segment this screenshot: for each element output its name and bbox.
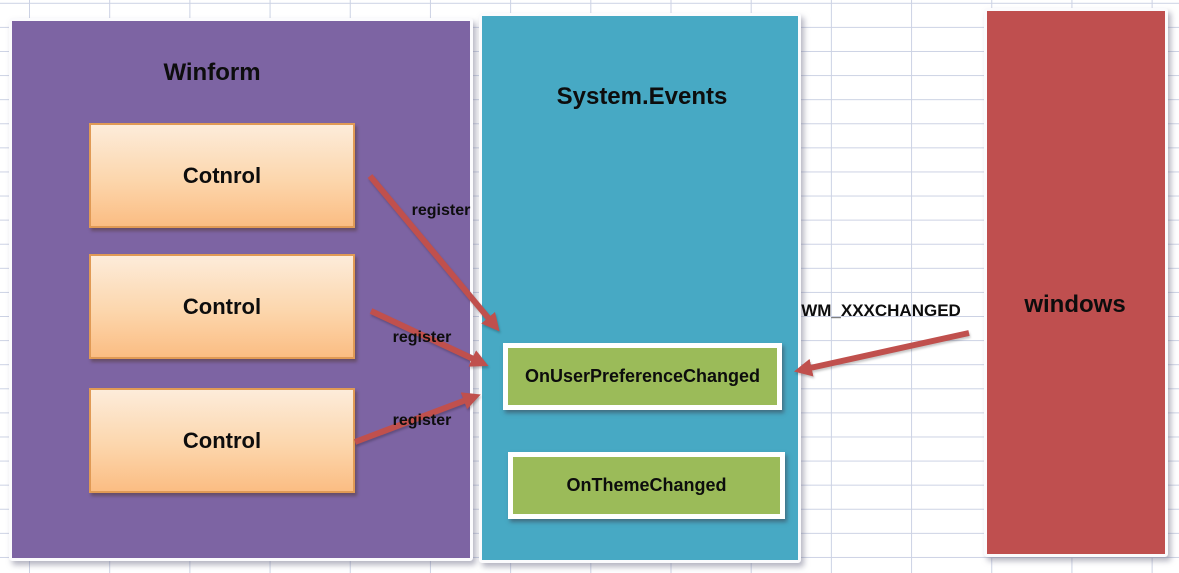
winform-panel: Winform Cotnrol Control Control bbox=[9, 18, 473, 561]
on-theme-changed-box: OnThemeChanged bbox=[508, 452, 785, 519]
control-box-2: Control bbox=[89, 254, 355, 359]
control-box-1-label: Cotnrol bbox=[182, 162, 262, 188]
system-events-panel-title: System.Events bbox=[556, 83, 728, 110]
windows-panel: windows bbox=[984, 8, 1168, 557]
system-events-panel: System.Events OnUserPreferenceChanged On… bbox=[479, 13, 801, 563]
register-label-middle: register bbox=[392, 329, 452, 346]
control-box-3-label: Control bbox=[182, 427, 262, 453]
windows-panel-title: windows bbox=[1024, 291, 1126, 318]
register-label-top: register bbox=[411, 202, 471, 219]
wm-xxxchanged-arrow bbox=[793, 330, 970, 377]
on-user-preference-changed-label: OnUserPreferenceChanged bbox=[524, 366, 761, 386]
winform-panel-title: Winform bbox=[163, 59, 261, 86]
control-box-3: Control bbox=[89, 388, 355, 493]
wm-xxxchanged-label: WM_XXXCHANGED bbox=[801, 301, 961, 320]
control-box-2-label: Control bbox=[182, 293, 262, 319]
on-user-preference-changed-box: OnUserPreferenceChanged bbox=[503, 343, 782, 410]
control-box-1: Cotnrol bbox=[89, 123, 355, 228]
on-theme-changed-label: OnThemeChanged bbox=[566, 475, 727, 495]
register-label-bottom: register bbox=[392, 412, 452, 429]
